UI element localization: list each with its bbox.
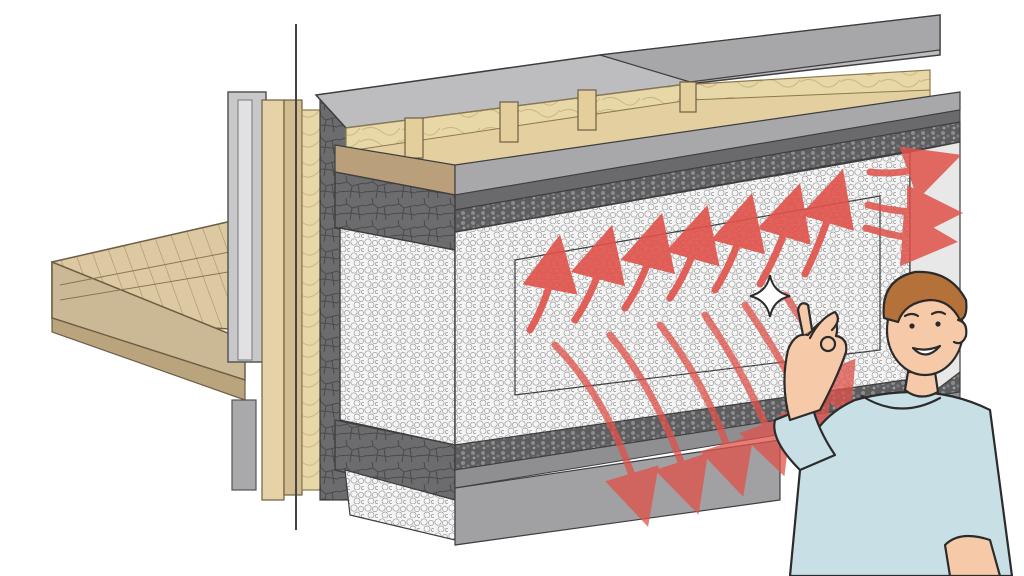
beam-end-block [334, 171, 456, 541]
person-arm-raised [773, 302, 848, 472]
floor-slab-top [314, 14, 961, 211]
heat-flow-arrows-side [862, 146, 963, 267]
wall-section [227, 24, 353, 530]
ok-hand-gesture [819, 335, 837, 353]
person-body [788, 390, 1014, 576]
timber-deck [51, 217, 246, 401]
timber-joists [404, 81, 697, 159]
heat-flow-arrows-up [522, 169, 854, 334]
person-hand-hip [943, 534, 1002, 576]
person-head [882, 270, 968, 398]
cartoon-person [773, 270, 1014, 576]
sparkle-icon [749, 274, 791, 318]
